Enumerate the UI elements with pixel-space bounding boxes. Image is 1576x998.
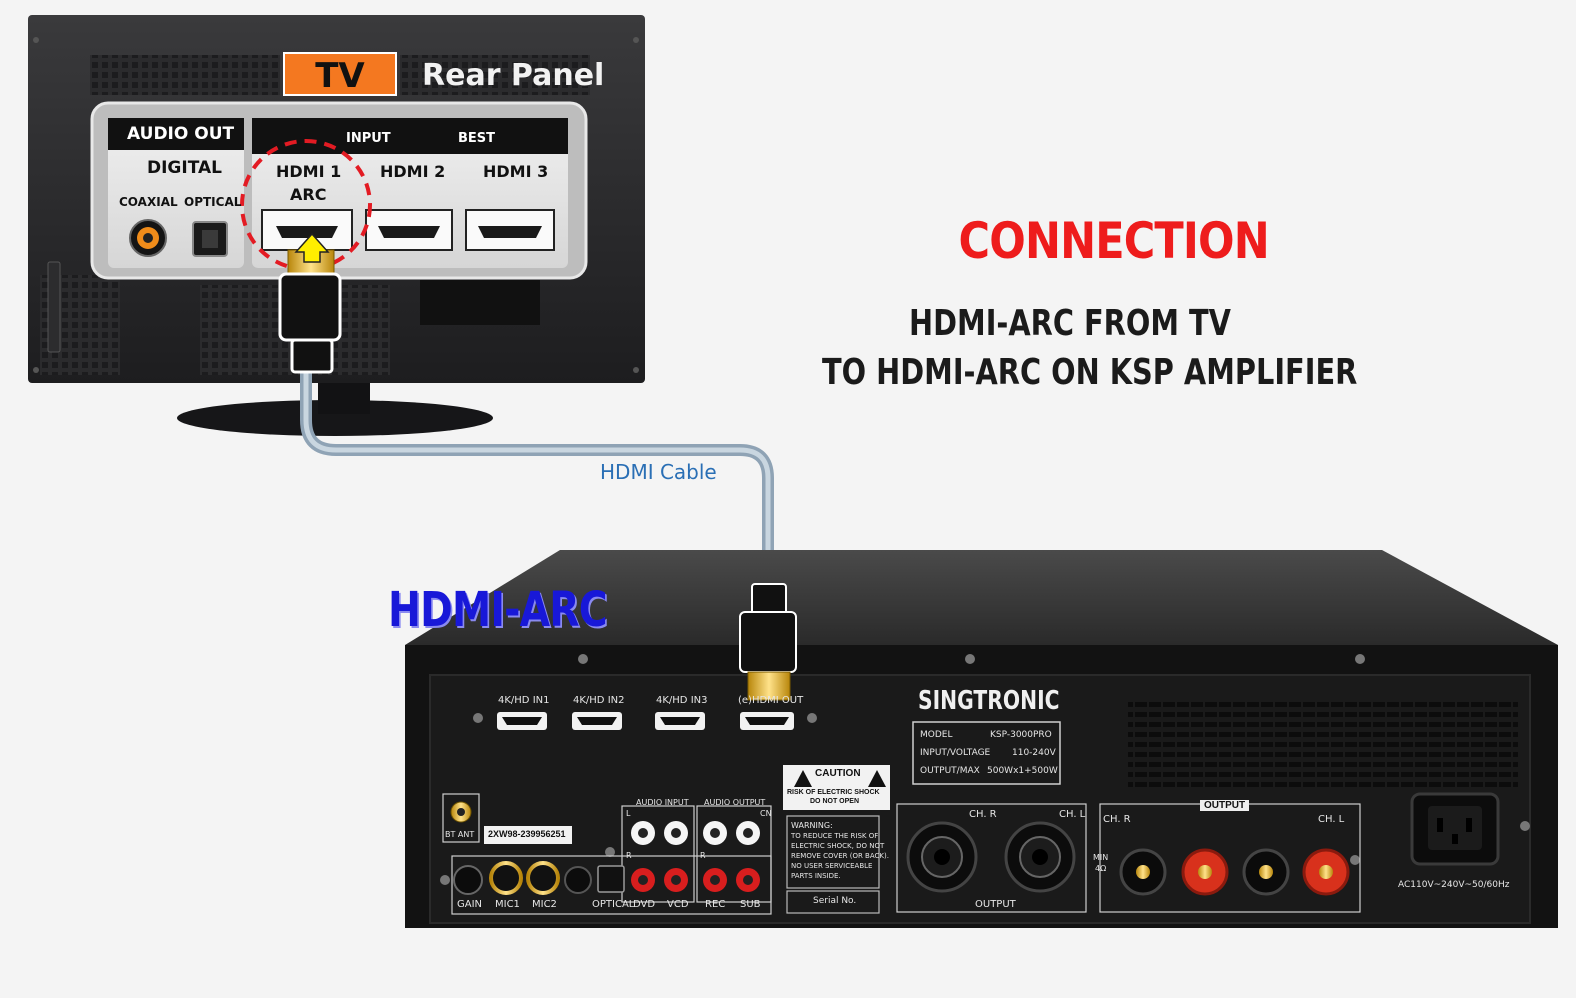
voltage-key: INPUT/VOLTAGE [920, 748, 990, 758]
hdmi2-label: HDMI 2 [380, 162, 445, 181]
tv-badge: TV [283, 52, 397, 96]
cn-label: CN [760, 809, 772, 818]
serial-code: 2XW98-239956251 [488, 829, 566, 839]
hdmi-in1-label: 4K/HD IN1 [498, 695, 549, 706]
bt-ant-label: BT ANT [445, 830, 474, 839]
power-key: OUTPUT/MAX [920, 766, 980, 776]
mic1-label: MIC1 [495, 899, 520, 910]
audio-input-label: AUDIO INPUT [636, 798, 689, 807]
tv-stand-neck [318, 380, 370, 414]
power-value: 500Wx1+500W [987, 766, 1058, 776]
dvd-label: DVD [633, 899, 655, 910]
warning-3: ELECTRIC SHOCK, DO NOT [791, 842, 884, 850]
warning-4: REMOVE COVER (OR BACK). [791, 852, 889, 860]
warning-5: NO USER SERVICEABLE [791, 862, 872, 870]
amp-hdmi-in3-port [655, 712, 705, 730]
audio-output-label: AUDIO OUTPUT [704, 798, 765, 807]
min-ohm-label: 4Ω [1095, 864, 1106, 873]
amp-brand: SINGTRONIC [918, 686, 1060, 716]
tv-hdmi2-port [366, 210, 452, 250]
hdmi-out-label: (e)HDMI OUT [738, 695, 803, 706]
mic2-label: MIC2 [532, 899, 557, 910]
amp-vents [1128, 700, 1518, 790]
min-label: MIN [1093, 853, 1108, 862]
serial-label: Serial No. [813, 896, 856, 906]
voltage-value: 110-240V [1012, 748, 1056, 758]
gain-label: GAIN [457, 899, 482, 910]
model-key: MODEL [920, 730, 952, 740]
binding-chr-label: CH. R [1103, 814, 1131, 825]
caution-text: CAUTION [815, 768, 861, 779]
connection-title: CONNECTION [959, 212, 1187, 270]
r-label-out: R [700, 851, 706, 860]
speakon-ch-l [1006, 823, 1074, 891]
warning-1: WARNING: [791, 821, 833, 830]
optical-in-label: OPTICAL [592, 899, 634, 910]
ac-label: AC110V~240V~50/60Hz [1398, 880, 1509, 890]
input-header: INPUT [346, 131, 391, 146]
speakon-output-label: OUTPUT [975, 899, 1016, 910]
speakon-ch-r [908, 823, 976, 891]
binding-chl-label: CH. L [1318, 814, 1344, 825]
power-inlet [1412, 794, 1498, 864]
sub-label: SUB [740, 899, 761, 910]
audio-out-header: AUDIO OUT [127, 124, 234, 144]
connection-subtitle-line1: HDMI-ARC FROM TV [822, 303, 1318, 344]
arc-label: ARC [290, 185, 326, 204]
hdmi-arc-callout: HDMI-ARC [388, 582, 607, 638]
hdmi-in3-label: 4K/HD IN3 [656, 695, 707, 706]
rec-label: REC [705, 899, 725, 910]
coaxial-label: COAXIAL [119, 195, 178, 209]
mic1-jack [491, 863, 521, 893]
vcd-label: VCD [667, 899, 689, 910]
l-label: L [626, 809, 630, 818]
optical-label: OPTICAL [184, 195, 241, 209]
risk-text-2: DO NOT OPEN [810, 798, 859, 805]
model-value: KSP-3000PRO [990, 730, 1052, 740]
r-label-in: R [626, 851, 632, 860]
hdmi-cable-label: HDMI Cable [600, 460, 717, 484]
gain-knob [454, 866, 482, 894]
hdmi1-label: HDMI 1 [276, 162, 341, 181]
warning-2: TO REDUCE THE RISK OF [791, 832, 878, 840]
mic2-jack [528, 863, 558, 893]
binding-output-label: OUTPUT [1200, 800, 1249, 811]
digital-label: DIGITAL [147, 158, 222, 178]
tv-hdmi3-port [466, 210, 554, 250]
connection-subtitle-line2: TO HDMI-ARC ON KSP AMPLIFIER [822, 352, 1318, 393]
hdmi-in2-label: 4K/HD IN2 [573, 695, 624, 706]
amp-hdmi-in2-port [572, 712, 622, 730]
warning-6: PARTS INSIDE. [791, 872, 841, 880]
rear-panel-title: Rear Panel [422, 58, 604, 93]
speakon-chr-label: CH. R [969, 809, 997, 820]
best-header: BEST [458, 131, 495, 146]
hdmi3-label: HDMI 3 [483, 162, 548, 181]
amp-hdmi-out-port [740, 712, 794, 730]
risk-text-1: RISK OF ELECTRIC SHOCK [787, 789, 880, 796]
optical-input [598, 866, 624, 892]
speakon-chl-label: CH. L [1059, 809, 1085, 820]
amp-hdmi-in1-port [497, 712, 547, 730]
